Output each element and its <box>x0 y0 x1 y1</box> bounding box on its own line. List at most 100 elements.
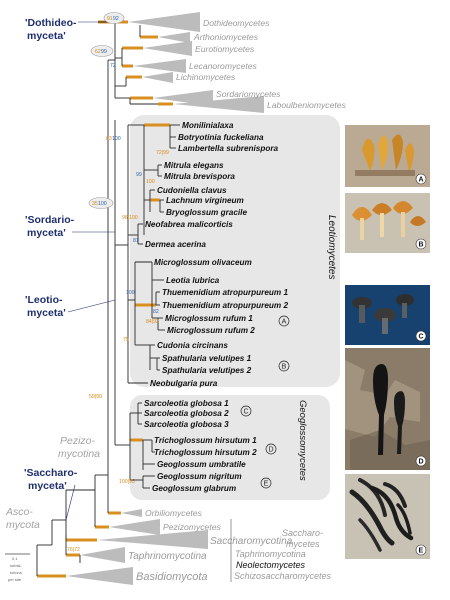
support-value: 81 <box>133 238 139 244</box>
label-pointer-lines <box>65 21 116 521</box>
circled-letters: A B C D E <box>240 315 290 489</box>
taxon-label: Geoglossum glabrum <box>152 484 236 493</box>
taxon-label: Trichoglossum hirsutum 1 <box>154 436 257 445</box>
leotiomycetes-box <box>130 115 340 387</box>
triangle-laboulbeniomycetes <box>173 96 264 113</box>
major-label-asco-2: mycota <box>6 519 40 531</box>
photo-letter-b: B <box>419 242 424 249</box>
group-label-leotiomycetes: Leotiomycetes <box>326 215 337 279</box>
circled-letter-e-ring <box>260 477 272 489</box>
side-label-neolectomycetes: Neolectomycetes <box>236 560 306 570</box>
specimen-photo-e: E <box>345 474 430 559</box>
photo-letter-a: A <box>419 177 424 184</box>
bottom-side-labels: Saccharo- mycetes Taphrinomycotina Neole… <box>230 519 332 582</box>
support-value: 84|92 <box>146 319 159 325</box>
side-label-saccharo-2: mycetes <box>286 539 320 549</box>
scale-bar: 0.1 substi- tutions per site <box>5 553 30 582</box>
support-values: 91 92 62 99 72 35 100 63 100 72|99 99 10… <box>67 12 169 553</box>
taxon-label: Thuemenidium atropurpureum 1 <box>162 288 288 297</box>
support-value: 63 <box>106 136 112 142</box>
triangle-taphrinomycotina <box>80 547 125 563</box>
label-basidiomycota: Basidiomycota <box>136 571 208 583</box>
support-value: 92 <box>113 16 119 22</box>
taxon-label: Dermea acerina <box>145 240 206 249</box>
side-label-saccharo-1: Saccharo- <box>282 528 323 538</box>
circled-letter-b-ring <box>278 360 290 372</box>
support-value: 91 <box>107 16 113 22</box>
taxon-label: Trichoglossum hirsutum 2 <box>154 448 257 457</box>
label-pezizomycetes: Pezizomycetes <box>163 522 221 532</box>
label-arthoniomycetes: Arthoniomycetes <box>193 32 259 42</box>
triangle-orbiliomycetes <box>121 509 142 517</box>
label-laboulbeniomycetes: Laboulbeniomycetes <box>267 100 347 110</box>
taxon-label: Spathularia velutipes 1 <box>162 354 252 363</box>
triangle-eurotiomycetes <box>143 41 192 56</box>
photo-letter-e: E <box>419 548 424 555</box>
major-label-saccharo-1: 'Saccharo- <box>24 467 78 479</box>
circled-letter-a-ring <box>278 315 290 327</box>
scale-line-4: per site <box>8 577 22 582</box>
taxon-label: Sarcoleotia globosa 1 <box>144 399 229 408</box>
triangle-lichinomycetes <box>142 72 173 83</box>
major-label-dothideo-1: 'Dothideo- <box>25 17 77 29</box>
major-label-asco-1: Asco- <box>5 506 33 518</box>
taxon-label: Microglossum olivaceum <box>154 258 252 267</box>
support-value: 100|95 <box>119 479 135 485</box>
major-label-saccharo-2: myceta' <box>28 480 67 492</box>
label-lichinomycetes: Lichinomycetes <box>176 72 236 82</box>
taxon-label: Lambertella subrenispora <box>178 144 279 153</box>
taxon-label: Neobulgaria pura <box>150 379 218 388</box>
photo-letter-d: D <box>419 459 424 466</box>
support-value: 100 <box>126 290 135 296</box>
triangle-lecanoromycetes <box>133 59 186 73</box>
circled-letter-d: D <box>269 447 274 454</box>
label-lecanoromycetes: Lecanoromycetes <box>189 61 258 71</box>
collapsed-triangles <box>66 12 264 585</box>
taxon-label: Cudonia circinans <box>157 341 228 350</box>
circled-letter-c: C <box>244 409 249 416</box>
label-orbiliomycetes: Orbiliomycetes <box>145 508 203 518</box>
taxon-label: Sarcoleotia globosa 2 <box>144 409 229 418</box>
support-value: 72 <box>110 63 116 69</box>
support-value: 59|99 <box>89 394 102 400</box>
major-label-pezizo-2: mycotina <box>58 448 100 460</box>
scale-line-1: 0.1 <box>12 556 18 561</box>
collapsed-clade-names: Dothideomycetes Arthoniomycetes Eurotiom… <box>128 18 347 583</box>
support-value: 35 <box>92 201 98 207</box>
photo-letter-c: C <box>419 334 424 341</box>
specimen-photo-b: B <box>345 193 430 253</box>
support-value: 75 <box>123 337 129 343</box>
circled-letter-e: E <box>264 481 269 488</box>
support-value: 82 <box>153 309 159 315</box>
taxon-label: Mitrula elegans <box>164 161 224 170</box>
label-dothideomycetes: Dothideomycetes <box>203 18 270 28</box>
support-value: 62 <box>95 49 101 55</box>
major-label-pezizo-1: Pezizo- <box>60 435 96 447</box>
support-value: 96|100 <box>122 215 138 221</box>
taxon-label: Leotia lubrica <box>166 276 220 285</box>
tree-branches <box>36 21 180 576</box>
triangle-saccharomycotina <box>97 530 208 549</box>
label-eurotiomycetes: Eurotiomycetes <box>195 44 255 54</box>
group-label-geoglossomycetes: Geoglossomycetes <box>297 400 308 481</box>
taxon-label: Monilinialaxa <box>182 121 234 130</box>
taxon-label: Geoglossum umbratile <box>157 460 246 469</box>
triangle-dothideomycetes <box>128 12 200 32</box>
side-label-taphrinomycotina: Taphrinomycotina <box>235 549 306 559</box>
taxon-label: Spathularia velutipes 2 <box>162 366 252 375</box>
taxon-label: Neofabrea malicorticis <box>145 220 233 229</box>
geoglossomycetes-box <box>130 395 330 500</box>
major-label-leotio-2: myceta' <box>27 307 66 319</box>
taxon-label: Lachnum virgineum <box>166 196 244 205</box>
support-value: 76|72 <box>67 547 80 553</box>
support-value: 100 <box>98 201 107 207</box>
label-taphrinomycotina: Taphrinomycotina <box>128 551 207 562</box>
taxon-label: Botryotinia fuckeliana <box>178 133 264 142</box>
major-label-sordario-2: myceta' <box>27 227 66 239</box>
support-value: 99 <box>136 172 142 178</box>
support-value: 99 <box>101 49 107 55</box>
specimen-photo-d: D <box>345 348 430 470</box>
label-sordariomycetes: Sordariomycetes <box>216 89 281 99</box>
triangle-basidiomycota <box>66 567 133 585</box>
scale-line-2: substi- <box>10 563 22 568</box>
